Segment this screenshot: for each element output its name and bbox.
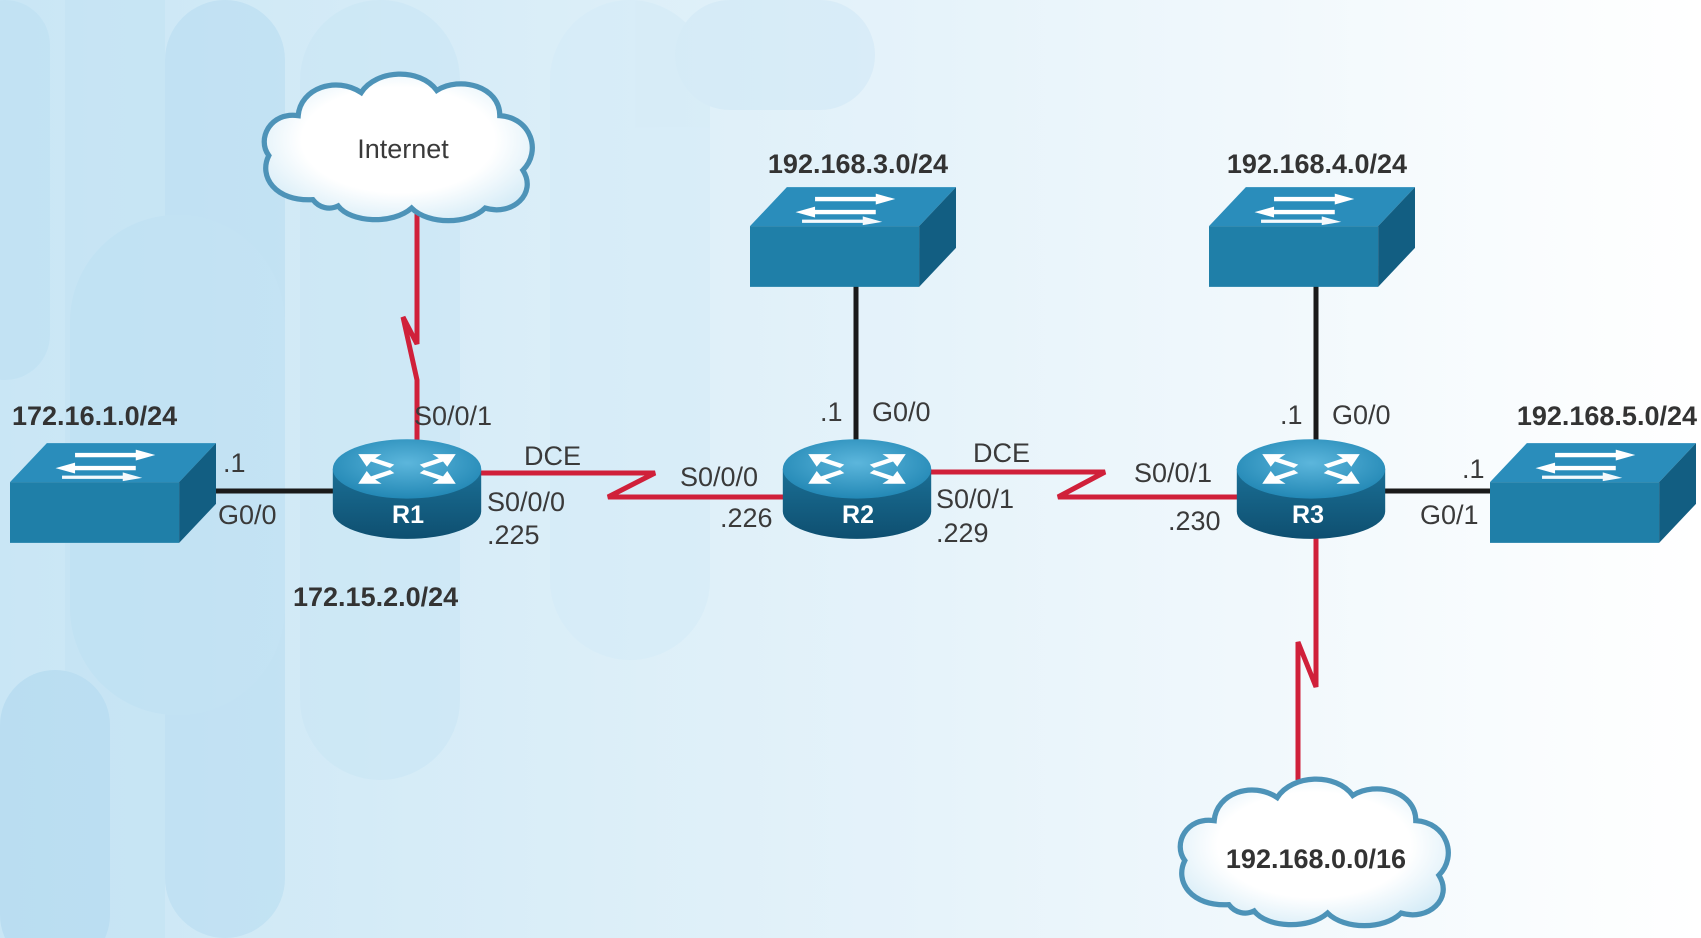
network-label-r2-lan: 192.168.3.0/24 — [768, 149, 948, 179]
switch-172-16-1 — [10, 443, 216, 543]
iface-r2-g00: G0/0 — [872, 397, 931, 427]
switch-192-168-3 — [750, 187, 956, 287]
link-r3-remote — [1295, 520, 1319, 780]
iface-r2-dce: DCE — [973, 438, 1030, 468]
switch-192-168-4 — [1209, 187, 1415, 287]
switch-192-168-5 — [1490, 443, 1696, 543]
router-label-r1: R1 — [392, 501, 424, 529]
iface-r2-g00-host: .1 — [820, 397, 843, 427]
iface-r1-s000-host: .225 — [487, 520, 540, 550]
iface-r1-dce: DCE — [524, 441, 581, 471]
iface-r3-g01-host: .1 — [1462, 454, 1485, 484]
router-label-r2: R2 — [842, 501, 874, 529]
network-label-r3-lan-g01: 192.168.5.0/24 — [1517, 401, 1697, 431]
iface-r1-s000: S0/0/0 — [487, 487, 565, 517]
link-r1-internet — [400, 200, 420, 440]
iface-r1-g00-host: .1 — [223, 448, 246, 478]
network-label-r1-r2-link: 172.15.2.0/24 — [293, 582, 458, 612]
iface-r2-s001-host: .229 — [936, 518, 989, 548]
iface-r2-s001: S0/0/1 — [936, 484, 1014, 514]
iface-r3-g00-host: .1 — [1280, 400, 1303, 430]
iface-r1-g00: G0/0 — [218, 500, 277, 530]
link-r2-r3 — [925, 469, 1248, 500]
network-label-r1-lan: 172.16.1.0/24 — [12, 401, 177, 431]
link-r1-r2 — [470, 470, 815, 500]
iface-r3-g00: G0/0 — [1332, 400, 1391, 430]
iface-r1-s001: S0/0/1 — [414, 401, 492, 431]
iface-r2-s000-host: .226 — [720, 503, 773, 533]
router-label-r3: R3 — [1292, 501, 1324, 529]
iface-r3-g01: G0/1 — [1420, 500, 1479, 530]
network-label-r3-lan-g00: 192.168.4.0/24 — [1227, 149, 1407, 179]
links — [185, 200, 1495, 780]
iface-r3-s001: S0/0/1 — [1134, 458, 1212, 488]
cloud-label-internet: Internet — [357, 134, 449, 164]
cloud-label-remote-net: 192.168.0.0/16 — [1226, 844, 1406, 874]
iface-r2-s000: S0/0/0 — [680, 462, 758, 492]
iface-r3-s001-host: .230 — [1168, 506, 1221, 536]
labels: Internet 192.168.0.0/16 R1 R2 R3 172.16.… — [12, 134, 1697, 874]
